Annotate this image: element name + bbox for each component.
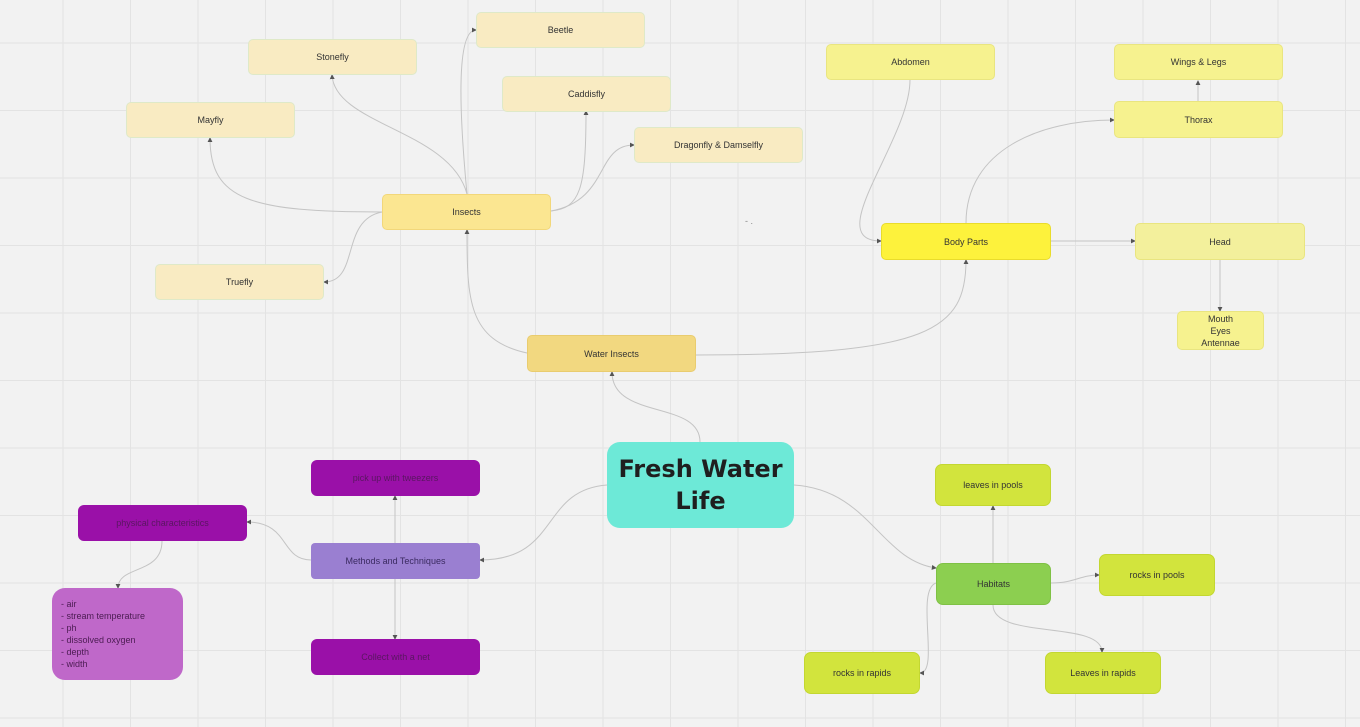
node-methods-techniques[interactable]: Methods and Techniques [311,543,480,579]
node-habitats[interactable]: Habitats [936,563,1051,605]
node-leaves-in-pools[interactable]: leaves in pools [935,464,1051,506]
node-abdomen[interactable]: Abdomen [826,44,995,80]
node-beetle[interactable]: Beetle [476,12,645,48]
node-label: Beetle [547,25,574,35]
node-rocks-in-rapids[interactable]: rocks in rapids [804,652,920,694]
node-label: Wings & Legs [1170,57,1227,67]
node-label: Truefly [225,277,254,287]
node-label: Thorax [1184,114,1213,125]
node-dragonfly-damselfly[interactable]: Dragonfly & Damselfly [634,127,803,163]
node-label: Body Parts [943,236,989,247]
link-water-insects-to-body-parts [695,259,969,356]
node-pick-up-tweezers[interactable]: pick up with tweezers [311,460,480,496]
node-head-details[interactable]: Mouth Eyes Antennae [1177,311,1264,350]
node-label: physical characteristics [116,518,209,528]
node-body-parts[interactable]: Body Parts [881,223,1051,260]
central-topic[interactable]: Fresh Water Life [607,442,794,528]
link-insects-to-stonefly [329,74,468,195]
node-label: Habitats [976,579,1011,589]
node-stonefly[interactable]: Stonefly [248,39,417,75]
link-water-insects-to-insects [464,229,528,354]
node-label: Water Insects [584,348,639,359]
node-label: Abdomen [891,57,930,67]
node-label: Head [1209,236,1231,247]
node-head[interactable]: Head [1135,223,1305,260]
link-center-to-water-insects [609,371,701,443]
link-habitats-to-rocks-pools [1050,572,1100,584]
node-label: rocks in rapids [832,668,892,678]
node-label: rocks in pools [1129,570,1185,580]
node-water-insects[interactable]: Water Insects [527,335,696,372]
node-label: pick up with tweezers [352,473,439,483]
node-truefly[interactable]: Truefly [155,264,324,300]
link-center-to-methods [479,484,608,563]
link-methods-to-physical [246,519,312,561]
node-wings-legs[interactable]: Wings & Legs [1114,44,1283,80]
node-label: Mouth Eyes Antennae [1201,313,1240,348]
node-label: - air - stream temperature - ph - dissol… [61,599,146,669]
node-thorax[interactable]: Thorax [1114,101,1283,138]
node-label: Collect with a net [361,652,430,662]
node-label: Methods and Techniques [345,556,446,566]
node-label: Caddisfly [567,89,605,99]
link-habitats-to-leaves-rapids [992,604,1105,653]
link-insects-to-beetle [460,27,477,195]
stray-mark: - . [745,216,753,226]
node-label: Stonefly [316,52,349,62]
node-physical-list[interactable]: - air - stream temperature - ph - dissol… [52,588,183,680]
link-body-parts-to-thorax [965,117,1115,224]
node-mayfly[interactable]: Mayfly [126,102,295,138]
link-insects-to-mayfly [207,137,383,213]
node-label: Insects [452,207,481,217]
node-collect-net[interactable]: Collect with a net [311,639,480,675]
link-habitats-to-rocks-rapids [919,582,937,676]
node-caddisfly[interactable]: Caddisfly [502,76,671,112]
link-center-to-habitats [793,484,937,570]
link-insects-to-caddisfly [550,110,589,212]
link-insects-to-truefly [323,211,383,285]
node-label: Mayfly [197,115,224,125]
link-insects-to-dragonfly [550,142,635,212]
link-physical-to-list [115,540,163,589]
central-topic-label: Fresh Water Life [618,455,783,515]
node-label: Dragonfly & Damselfly [673,140,764,150]
node-label: leaves in pools [963,480,1023,490]
node-rocks-in-pools[interactable]: rocks in pools [1099,554,1215,596]
node-leaves-in-rapids[interactable]: Leaves in rapids [1045,652,1161,694]
node-insects[interactable]: Insects [382,194,551,230]
link-abdomen-to-body-parts [859,79,911,244]
node-physical-characteristics[interactable]: physical characteristics [78,505,247,541]
node-label: Leaves in rapids [1070,668,1136,678]
